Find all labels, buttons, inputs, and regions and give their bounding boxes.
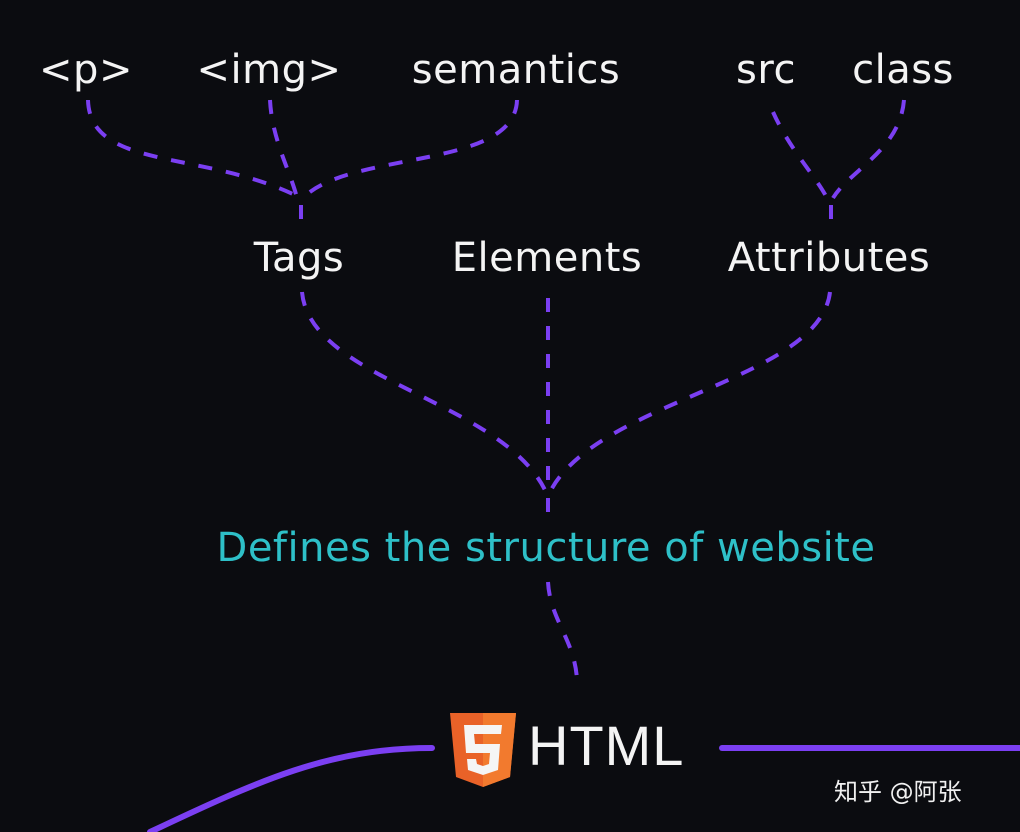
edge-img-tags <box>268 99 299 199</box>
node-elements: Elements <box>451 235 643 281</box>
watermark: 知乎 @阿张 <box>834 778 962 806</box>
node-semantics: semantics <box>411 47 621 93</box>
node-attributes: Attributes <box>727 235 931 281</box>
node-description: Defines the structure of website <box>216 525 876 571</box>
node-src: src <box>736 47 796 93</box>
html5-logo-icon <box>450 713 516 787</box>
edge-description-html <box>546 581 579 681</box>
node-p-tag: <p> <box>39 47 133 93</box>
root-html-label: HTML <box>528 714 685 777</box>
node-img-tag: <img> <box>196 47 342 93</box>
edge-tags-description <box>300 291 547 491</box>
edge-semantics-tags <box>301 99 519 200</box>
edge-src-attributes <box>771 111 829 199</box>
node-class: class <box>852 47 954 93</box>
timeline-line-left <box>147 745 435 832</box>
edge-attributes-description <box>549 291 832 491</box>
node-tags: Tags <box>253 235 345 281</box>
edge-class-attributes <box>831 99 906 200</box>
edge-p-tags <box>86 99 296 197</box>
